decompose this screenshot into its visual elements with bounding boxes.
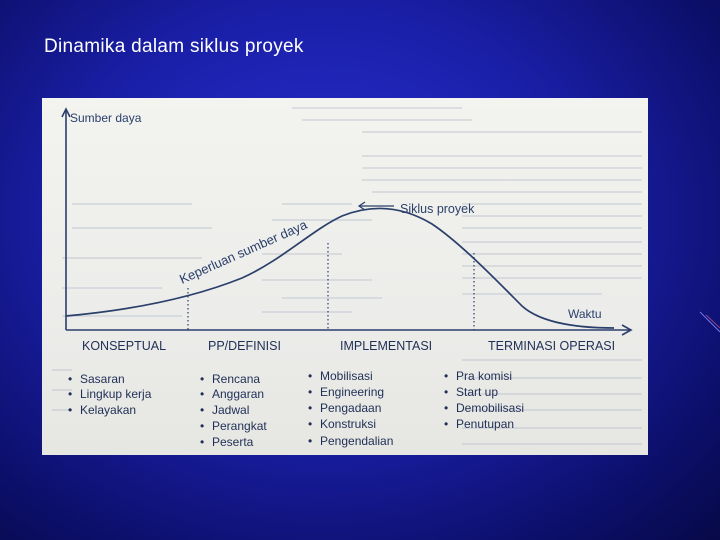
list-item-text: Anggaran — [212, 387, 264, 401]
list-item: • — [444, 369, 448, 383]
slide-title: Dinamika dalam siklus proyek — [44, 36, 304, 57]
phase-boundaries — [187, 243, 475, 330]
x-axis-arrow — [621, 324, 633, 336]
list-item: • — [68, 387, 72, 401]
x-axis-label: Waktu — [568, 307, 602, 321]
phase-items-konseptual: • Sasaran • Lingkup kerja • Kelayakan — [68, 372, 152, 417]
y-axis-label: Sumber daya — [70, 111, 142, 125]
lifecycle-diagram: Keperluan sumber daya Sumber daya Waktu … — [52, 107, 642, 449]
phase-headings: KONSEPTUAL PP/DEFINISI IMPLEMENTASI TERM… — [82, 339, 615, 353]
list-item-text: Rencana — [212, 372, 260, 386]
list-item: • — [68, 372, 72, 386]
phase-items-terminasi: • Pra komisi • Start up • Demobilisasi •… — [444, 369, 524, 431]
list-item: • — [200, 435, 204, 449]
phase-heading-konseptual: KONSEPTUAL — [82, 339, 166, 353]
list-item-text: Mobilisasi — [320, 369, 373, 383]
list-item-text: Lingkup kerja — [80, 387, 152, 401]
list-item: • — [308, 417, 312, 431]
list-item-text: Engineering — [320, 385, 384, 399]
list-item: • — [444, 401, 448, 415]
list-item-text: Demobilisasi — [456, 401, 524, 415]
list-item: • — [444, 417, 448, 431]
cycle-pointer — [357, 201, 394, 211]
list-item: • — [200, 403, 204, 417]
list-item: • — [200, 419, 204, 433]
list-item-text: Sasaran — [80, 372, 125, 386]
list-item-text: Pra komisi — [456, 369, 512, 383]
y-axis-arrow — [61, 107, 71, 118]
list-item-text: Jadwal — [212, 403, 249, 417]
phase-heading-definisi: PP/DEFINISI — [208, 339, 281, 353]
list-item: • — [200, 372, 204, 386]
background-texture — [52, 107, 642, 445]
axes — [61, 107, 633, 336]
lifecycle-diagram-photo: Keperluan sumber daya Sumber daya Waktu … — [42, 98, 648, 455]
list-item-text: Penutupan — [456, 417, 514, 431]
list-item-text: Kelayakan — [80, 403, 136, 417]
list-item: • — [200, 387, 204, 401]
cycle-label: Siklus proyek — [400, 202, 475, 216]
phase-items-definisi: • Rencana • Anggaran • Jadwal • Perangka… — [200, 372, 267, 449]
list-item-text: Perangkat — [212, 419, 267, 433]
list-item-text: Konstruksi — [320, 417, 376, 431]
list-item: • — [308, 434, 312, 448]
list-item-text: Start up — [456, 385, 498, 399]
list-item-text: Peserta — [212, 435, 254, 449]
list-item: • — [308, 385, 312, 399]
list-item: • — [444, 385, 448, 399]
phase-heading-terminasi: TERMINASI OPERASI — [488, 339, 615, 353]
list-item: • — [308, 401, 312, 415]
list-item: • — [308, 369, 312, 383]
resource-curve — [65, 207, 615, 329]
phase-items-implementasi: • Mobilisasi • Engineering • Pengadaan •… — [308, 369, 393, 448]
phase-heading-implementasi: IMPLEMENTASI — [340, 339, 432, 353]
list-item-text: Pengendalian — [320, 434, 393, 448]
list-item: • — [68, 403, 72, 417]
list-item-text: Pengadaan — [320, 401, 381, 415]
